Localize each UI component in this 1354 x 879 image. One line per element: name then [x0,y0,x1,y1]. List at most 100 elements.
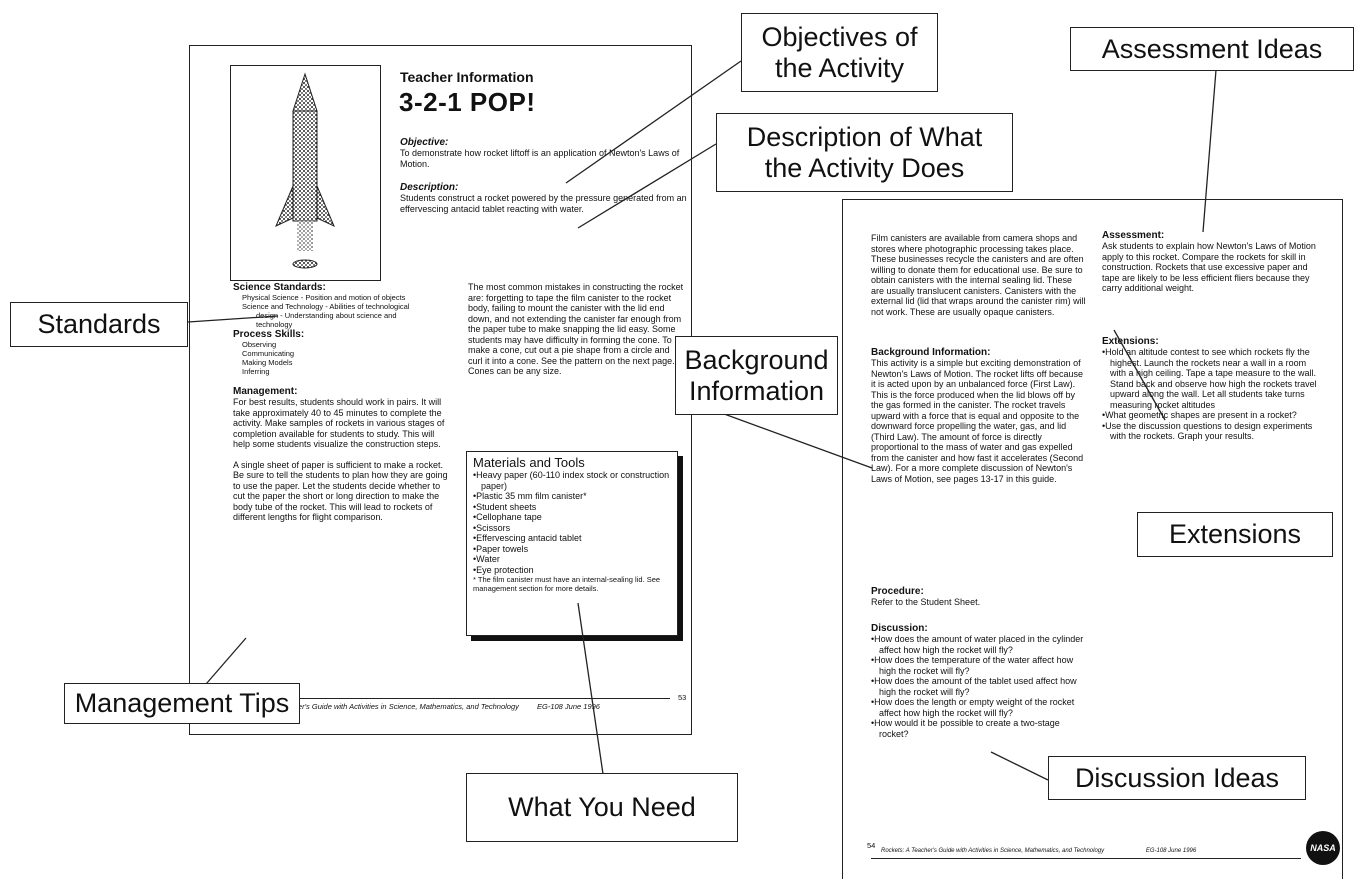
extension-item: What geometric shapes are present in a r… [1102,410,1322,421]
extensions-section: Extensions: Hold an altitude contest to … [1102,336,1322,442]
standards-heading: Science Standards: [233,282,326,293]
footer-rule [871,858,1301,859]
callout-description: Description of What the Activity Does [716,113,1013,192]
page-number: 54 [867,841,876,850]
discussion-line [990,751,1049,781]
callout-background-line: Background [684,344,829,375]
material-item: Water [473,554,671,565]
activity-title: 3-2-1 POP! [399,87,536,117]
management-section: Management: For best results, students s… [233,386,448,523]
skill-item: Making Models [242,358,293,367]
management-line [199,637,247,692]
extension-item: Use the discussion questions to design e… [1102,421,1322,442]
material-item: Student sheets [473,502,671,513]
assessment-heading: Assessment: [1102,230,1165,241]
material-item: Plastic 35 mm film canister* [473,491,671,502]
materials-heading: Materials and Tools [473,455,585,470]
need-line [577,602,604,775]
discussion-item: How does the amount of water placed in t… [871,634,1091,655]
callout-management-text: Management Tips [74,688,290,718]
assessment-line [1202,69,1217,233]
materials-list: Heavy paper (60-110 index stock or const… [473,470,671,575]
procedure-heading: Procedure: [871,586,924,597]
callout-discussion-text: Discussion Ideas [1074,762,1280,793]
description-line [577,143,717,229]
extensions-list: Hold an altitude contest to see which ro… [1102,347,1322,442]
skill-item: Observing [242,340,277,349]
callout-objectives-line: the Activity [774,52,905,83]
management-text-2: A single sheet of paper is sufficient to… [233,459,448,523]
callout-description-line: Description of What [746,121,983,152]
discussion-item: How does the amount of the tablet used a… [871,676,1091,697]
description-text: Students construct a rocket powered by t… [400,193,687,214]
discussion-item: How would it be possible to create a two… [871,718,1091,739]
management-heading: Management: [233,386,298,397]
materials-box: Materials and Tools Heavy paper (60-110 … [466,451,678,636]
procedure-text: Refer to the Student Sheet. [871,597,981,607]
callout-management: Management Tips [64,683,300,724]
material-item: Scissors [473,523,671,534]
footer-text: Rockets: A Teacher's Guide with Activiti… [881,847,1196,855]
callout-need-text: What You Need [508,792,696,822]
callout-need: What You Need [466,773,738,842]
discussion-heading: Discussion: [871,623,928,634]
material-item: Heavy paper (60-110 index stock or const… [473,470,671,491]
background-text: This activity is a simple but exciting d… [871,358,1084,484]
standard-line: technology [256,320,293,329]
discussion-list: How does the amount of water placed in t… [871,634,1091,739]
footer-text: cher's Guide with Activities in Science,… [290,702,600,711]
footer-code: EG-108 June 1996 [537,702,600,711]
extensions-heading: Extensions: [1102,336,1159,347]
objective-section: Objective: To demonstrate how rocket lif… [400,137,685,169]
material-item: Cellophane tape [473,512,671,523]
procedure-section: Procedure: Refer to the Student Sheet. [871,586,1086,608]
background-heading: Background Information: [871,347,991,358]
objective-heading: Objective: [400,137,449,148]
callout-extensions-text: Extensions [1168,519,1302,549]
discussion-item: How does the temperature of the water af… [871,655,1091,676]
assessment-section: Assessment: Ask students to explain how … [1102,230,1322,294]
discussion-section: Discussion: How does the amount of water… [871,623,1091,739]
canisters-text: Film canisters are available from camera… [871,233,1086,317]
standard-line: design - Understanding about science and [256,311,397,320]
standards-list: Physical Science - Position and motion o… [233,293,453,329]
description-section: Description: Students construct a rocket… [400,182,688,214]
skills-heading: Process Skills: [233,329,305,340]
management-text: For best results, students should work i… [233,397,445,449]
teacher-page-53: Teacher Information 3-2-1 POP! Objective… [189,45,692,735]
skills-list: Observing Communicating Making Models In… [233,340,453,376]
standards-section: Science Standards: Physical Science - Po… [233,282,453,376]
standard-line: Physical Science - Position and motion o… [242,293,406,302]
background-section: Background Information: This activity is… [871,347,1089,484]
callout-background: Background Information [675,336,838,415]
rocket-illustration [230,65,381,281]
page-number: 53 [678,693,687,702]
callout-discussion: Discussion Ideas [1048,756,1306,800]
callout-extensions: Extensions [1137,512,1333,557]
rocket-icon [275,72,335,269]
callout-description-line: the Activity Does [764,152,965,183]
discussion-item: How does the length or empty weight of t… [871,697,1091,718]
extensions-line [1113,329,1166,421]
material-item: Effervescing antacid tablet [473,533,671,544]
objective-text: To demonstrate how rocket liftoff is an … [400,148,680,169]
teacher-info-header: Teacher Information [400,69,534,85]
description-heading: Description: [400,182,459,193]
nasa-logo-text: NASA [1310,843,1336,853]
extension-item: Hold an altitude contest to see which ro… [1102,347,1322,410]
footer-code: EG-108 June 1996 [1145,848,1197,854]
standards-line [187,315,279,323]
nasa-logo: NASA [1306,831,1340,865]
callout-standards-text: Standards [37,309,161,339]
objectives-line [565,60,742,184]
footer-rule [230,698,670,699]
material-item: Eye protection [473,565,671,576]
footer-title: Rockets: A Teacher's Guide with Activiti… [881,848,1105,854]
common-mistakes-text: The most common mistakes in constructing… [468,282,684,376]
callout-assessment-text: Assessment Ideas [1101,33,1323,64]
materials-note: * The film canister must have an interna… [473,575,661,593]
material-item: Paper towels [473,544,671,555]
callout-objectives-line: Objectives of [761,21,918,52]
callout-objectives: Objectives of the Activity [741,13,938,92]
